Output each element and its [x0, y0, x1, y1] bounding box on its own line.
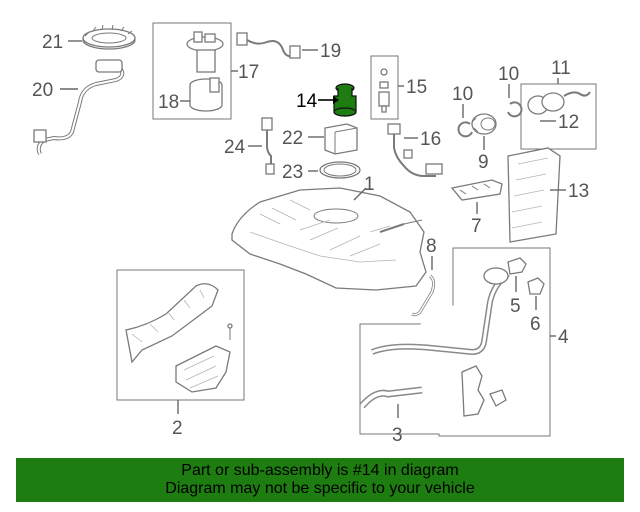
label-24: 24 — [224, 137, 246, 158]
part-9-boot — [471, 113, 497, 135]
label-16: 16 — [420, 129, 441, 150]
label-14: 14 — [296, 91, 318, 112]
part-19-wire-harness — [236, 32, 301, 59]
label-21: 21 — [42, 32, 63, 53]
part-8-strap — [411, 274, 436, 317]
label-9: 9 — [478, 152, 489, 173]
part-17-pump-module — [186, 31, 224, 73]
part-23-gasket — [319, 161, 361, 179]
label-22: 22 — [282, 128, 303, 149]
part-2-heat-shield — [125, 283, 233, 393]
banner-line-2: Diagram may not be specific to your vehi… — [165, 480, 475, 497]
banner-line-1: Part or sub-assembly is #14 in diagram — [181, 462, 459, 479]
part-20-hose — [33, 59, 125, 155]
label-12: 12 — [558, 112, 579, 133]
label-10b: 10 — [498, 64, 519, 85]
part-16-sender-unit — [387, 123, 443, 177]
part-4-filler-pipe — [370, 267, 510, 417]
label-11: 11 — [551, 58, 571, 79]
label-17: 17 — [238, 62, 259, 83]
part-10-clamp-left — [457, 121, 473, 138]
leader-1 — [353, 187, 367, 201]
label-1: 1 — [364, 174, 375, 195]
part-18-pump-filter — [189, 77, 223, 112]
part-1-fuel-tank — [231, 187, 427, 291]
part-10-clamp-right — [507, 101, 523, 118]
part-6-clip — [527, 277, 545, 295]
label-8: 8 — [426, 236, 437, 257]
label-5: 5 — [510, 296, 521, 317]
label-4: 4 — [558, 327, 569, 348]
part-24-sender-wire — [261, 117, 275, 175]
label-7: 7 — [471, 216, 482, 237]
label-2: 2 — [172, 418, 183, 439]
part-3-vent-hose — [359, 386, 423, 409]
label-15: 15 — [406, 77, 427, 98]
label-18: 18 — [158, 92, 179, 113]
label-6: 6 — [530, 314, 541, 335]
part-7-bracket — [450, 179, 503, 201]
part-12-filler-cap — [527, 91, 591, 115]
part-13-shield — [507, 147, 561, 243]
box-2-group — [116, 269, 245, 401]
part-14-fuel-filter — [333, 83, 357, 117]
box-15-group — [370, 55, 399, 120]
box-4-group — [359, 247, 551, 437]
part-5-clip — [507, 257, 527, 275]
leader-14-arrow — [333, 96, 339, 104]
part-15-regulator — [378, 68, 390, 113]
label-19: 19 — [320, 41, 341, 62]
part-21-lock-ring — [82, 24, 136, 50]
part-22-retainer — [324, 123, 358, 155]
notice-banner: Part or sub-assembly is #14 in diagram D… — [16, 458, 624, 502]
label-20: 20 — [32, 80, 53, 101]
label-3: 3 — [392, 425, 403, 446]
parts-diagram: 21 20 17 18 19 14 — [32, 22, 597, 446]
label-10a: 10 — [452, 84, 473, 105]
label-13: 13 — [568, 181, 589, 202]
label-23: 23 — [282, 162, 303, 183]
